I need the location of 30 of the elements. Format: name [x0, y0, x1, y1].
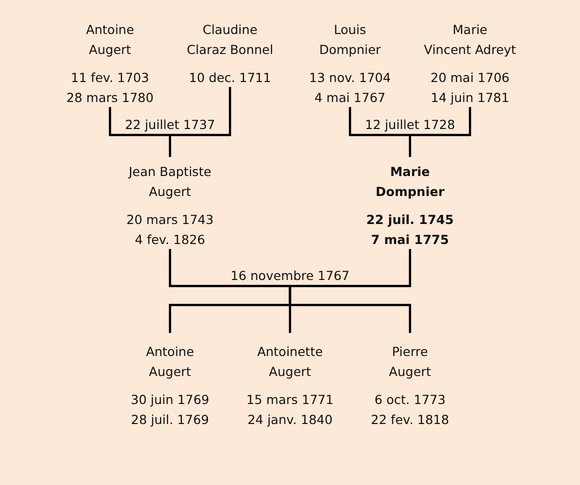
life-dates: 10 dec. 1711	[188, 69, 272, 87]
marriage-date: 16 novembre 1767	[230, 267, 350, 285]
connector-line	[288, 286, 412, 333]
life-dates: 22 juil. 1745 7 mai 1775	[366, 211, 454, 249]
connector-line	[410, 107, 472, 136]
life-dates: 15 mars 1771 24 janv. 1840	[246, 391, 334, 429]
marriage-date: 12 juillet 1728	[364, 116, 456, 134]
life-dates: 6 oct. 1773 22 fev. 1818	[370, 391, 450, 429]
connector-line	[168, 249, 290, 288]
connector-line	[348, 107, 410, 136]
life-dates: 13 nov. 1704 4 mai 1767	[309, 69, 391, 107]
person-name: Antoine Augert	[146, 343, 194, 381]
person-name: Claudine Claraz Bonnel	[186, 21, 274, 59]
person-name: Jean Baptiste Augert	[128, 163, 212, 201]
marriage-date: 22 juillet 1737	[124, 116, 216, 134]
connector-line	[408, 135, 412, 157]
connector-line	[108, 107, 170, 136]
life-dates: 30 juin 1769 28 juil. 1769	[130, 391, 210, 429]
life-dates: 20 mai 1706 14 juin 1781	[430, 69, 510, 107]
person-name: Marie Vincent Adreyt	[424, 21, 516, 59]
person-name: Antoine Augert	[86, 21, 134, 59]
life-dates: 20 mars 1743 4 fev. 1826	[126, 211, 214, 249]
connector-line	[168, 135, 172, 157]
person-name: Marie Dompnier	[376, 163, 444, 201]
person-name: Louis Dompnier	[319, 21, 381, 59]
person-name: Antoinette Augert	[257, 343, 323, 381]
connector-line	[170, 87, 232, 136]
connector-line	[290, 249, 412, 288]
life-dates: 11 fev. 1703 28 mars 1780	[66, 69, 154, 107]
person-name: Pierre Augert	[388, 343, 432, 381]
